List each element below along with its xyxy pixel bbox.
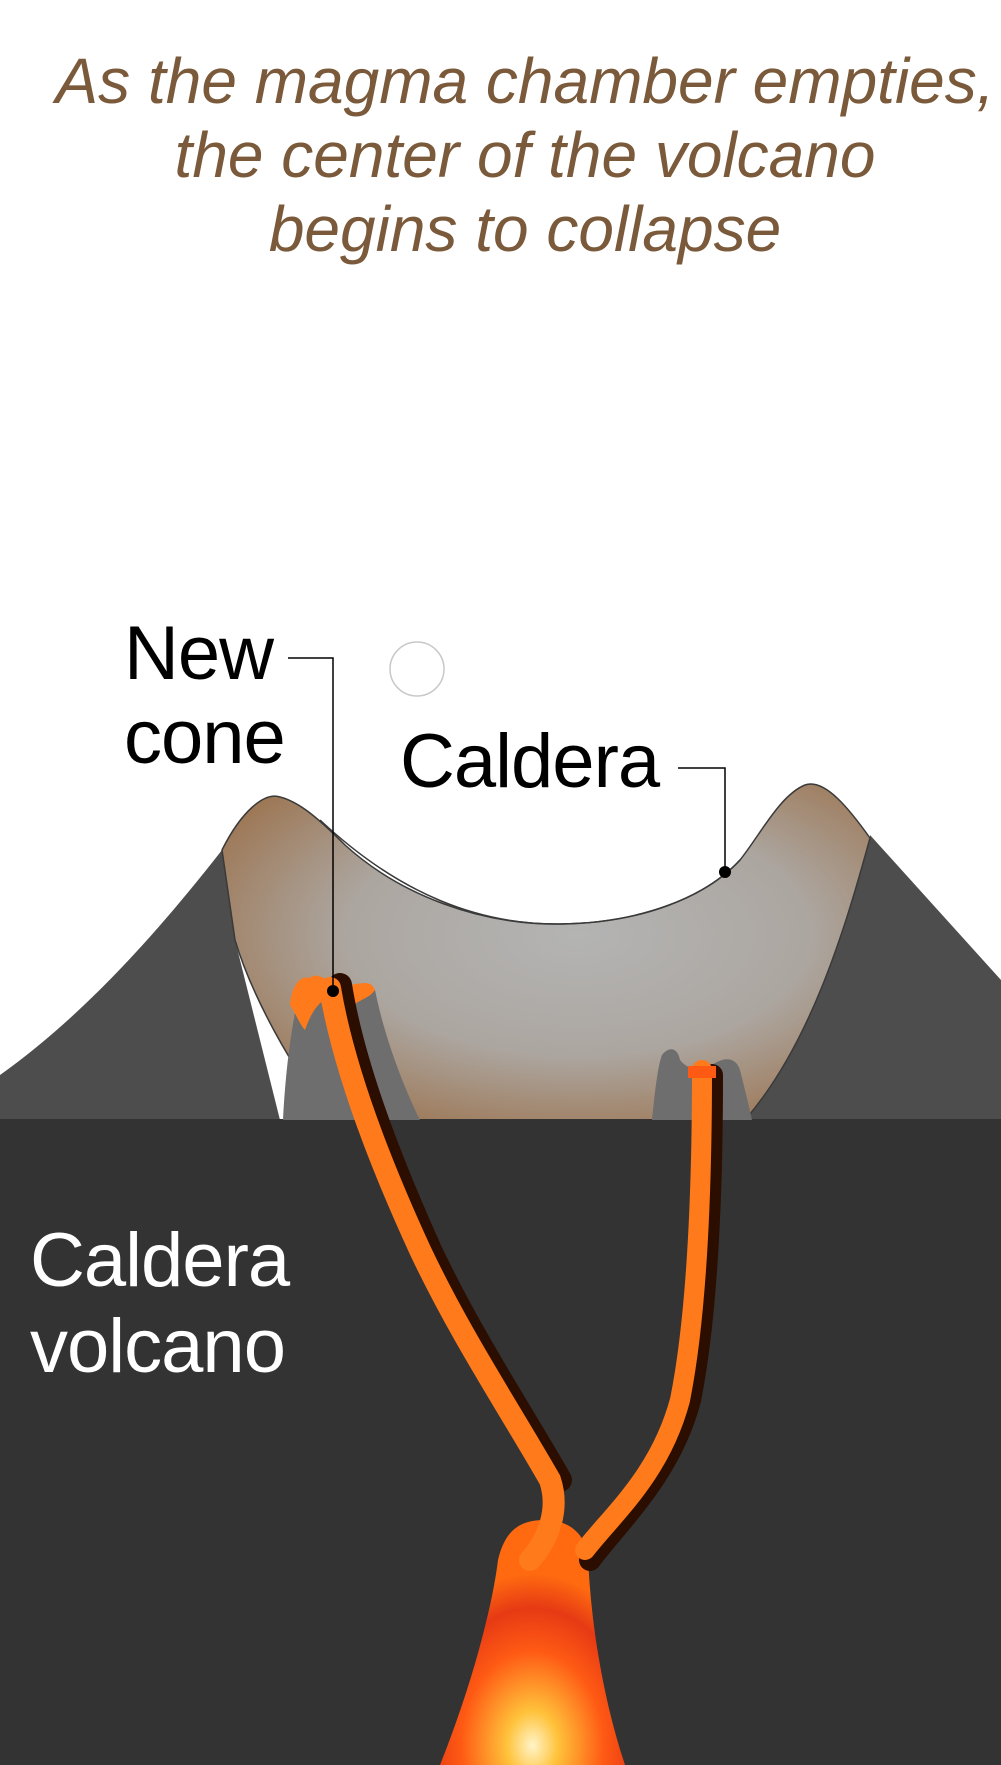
caption-line-2: the center of the volcano	[174, 119, 876, 191]
new-cone-lava-cap	[290, 975, 375, 1030]
right-vent-top	[688, 1066, 716, 1078]
new-cone-label: New cone	[124, 611, 286, 780]
caldera-rim-line	[319, 819, 741, 925]
conduit-left	[319, 977, 565, 1571]
new-cone-leader	[288, 657, 334, 992]
outer-flank	[0, 850, 280, 1120]
new-cone-label-line-2: cone	[124, 695, 286, 780]
caldera-volcano-label-line-2: volcano	[30, 1304, 286, 1389]
conduit-right	[575, 1060, 712, 1560]
new-cone-label-line-1: New	[124, 611, 274, 696]
caldera-label: Caldera	[400, 719, 660, 804]
caption-line-3: begins to collapse	[268, 193, 782, 265]
magma-chamber	[440, 1520, 625, 1765]
caldera-label-text: Caldera	[400, 719, 660, 804]
caldera-leader	[678, 767, 726, 873]
new-cone-leader-dot	[327, 985, 339, 997]
marker-circle	[389, 641, 445, 697]
caldera-volcano-label: Caldera volcano	[30, 1218, 290, 1390]
caption: As the magma chamber empties, the center…	[30, 44, 1001, 266]
caption-line-1: As the magma chamber empties,	[55, 45, 995, 117]
caldera-volcano-label-line-1: Caldera	[30, 1218, 290, 1303]
caldera-leader-dot	[719, 866, 731, 878]
